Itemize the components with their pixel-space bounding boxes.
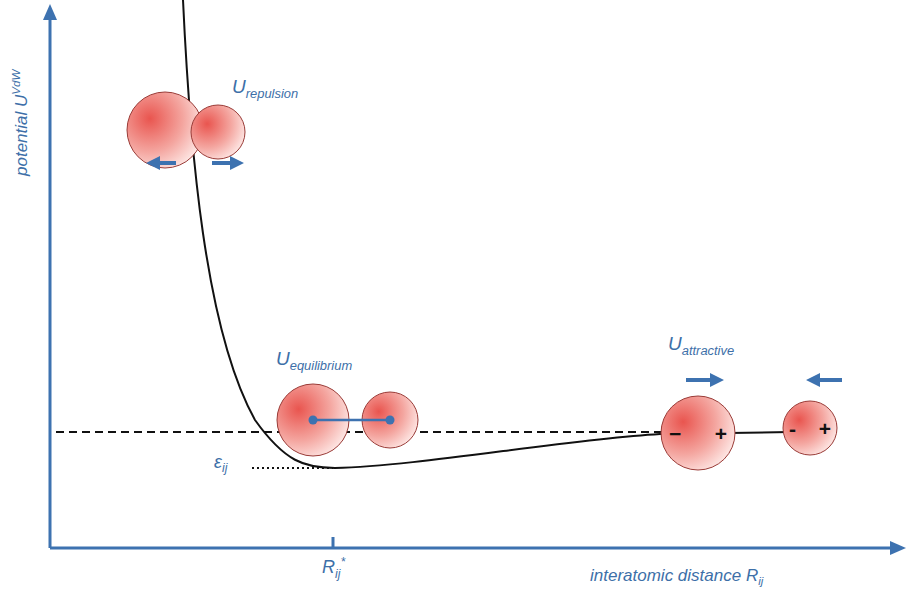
axis-title: interatomic distance Rij — [590, 566, 763, 589]
label-text: U — [232, 76, 246, 97]
label-text: U — [276, 348, 290, 369]
charge-sign: + — [715, 423, 727, 444]
label-text: interatomic distance R — [590, 566, 758, 585]
label-text: ε — [214, 452, 222, 472]
subscript: equilibrium — [290, 358, 352, 373]
subscript: ij — [335, 567, 340, 581]
equilibrium-label: Uequilibrium — [276, 348, 352, 373]
charge-sign: - — [789, 418, 796, 439]
repulsion-label: Urepulsion — [232, 76, 298, 101]
subscript: attractive — [682, 343, 734, 358]
label-text: potential U — [12, 95, 31, 176]
label-text: R — [322, 557, 335, 577]
superscript: VdW — [10, 70, 22, 95]
charge-sign: + — [819, 418, 831, 439]
epsilon-label: εij — [214, 452, 227, 476]
subscript: ij — [222, 461, 227, 475]
charge-sign: − — [669, 423, 681, 444]
label-text: U — [668, 333, 682, 354]
charged-sphere: −+ — [660, 395, 736, 471]
charged-sphere: -+ — [782, 400, 838, 456]
axis-title: potential UVdW — [10, 70, 32, 176]
distance-label: Rij* — [322, 555, 345, 581]
superscript: * — [340, 555, 345, 569]
subscript: repulsion — [246, 86, 298, 101]
subscript: ij — [758, 575, 763, 587]
attractive-label: Uattractive — [668, 333, 734, 358]
